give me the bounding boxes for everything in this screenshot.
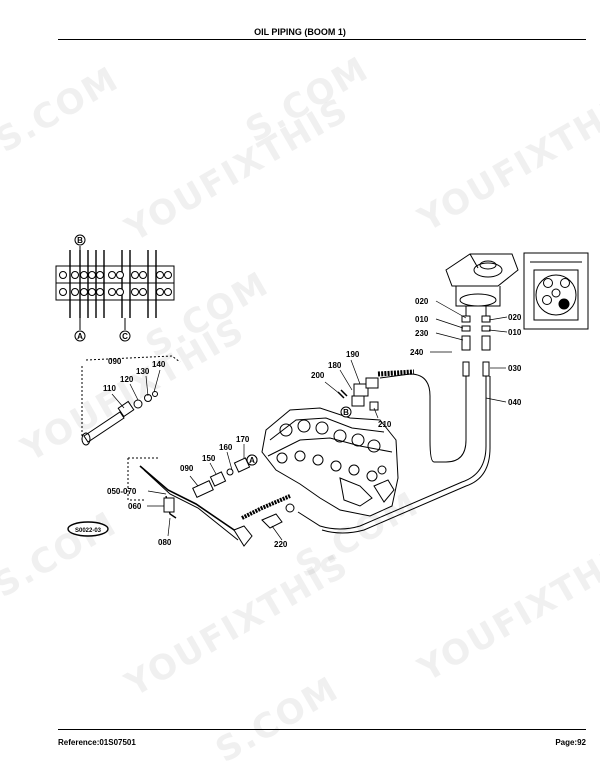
callout-150: 150: [202, 454, 216, 463]
svg-text:S0022-03: S0022-03: [75, 528, 102, 534]
valve-090-140: [81, 355, 181, 446]
callout-110: 110: [103, 384, 116, 393]
fitting-group-180-210: [337, 377, 379, 417]
drawing-stamp: S0022-03: [67, 521, 109, 537]
pipe-050-080: [127, 457, 295, 547]
control-valve-assembly: [261, 407, 399, 517]
valve-bank-schematic: [55, 246, 175, 330]
page-number: Page:92: [555, 738, 586, 747]
callout-090: 090: [108, 357, 122, 366]
detail-marker-b: B: [340, 406, 352, 418]
callout-030: 030: [508, 364, 522, 373]
callout-240: 240: [410, 348, 424, 357]
callout-120: 120: [120, 375, 134, 384]
fitting-group-150-170: [192, 454, 258, 498]
callouts: 020 010 230 240 020 010 030 040 190 180 …: [103, 297, 522, 549]
callout-230: 230: [415, 329, 429, 338]
callout-040: 040: [508, 398, 522, 407]
reference-number: Reference:01S07501: [58, 738, 136, 747]
callout-200: 200: [311, 371, 325, 380]
page-title: OIL PIPING (BOOM 1): [254, 27, 346, 37]
callout-170: 170: [236, 435, 250, 444]
detail-marker-a: A: [246, 454, 258, 466]
callout-050-070: 050-070: [107, 487, 137, 496]
callout-190: 190: [346, 350, 360, 359]
svg-text:C: C: [122, 332, 128, 341]
hose-030-040: [297, 369, 491, 534]
callout-160: 160: [219, 443, 233, 452]
svg-text:B: B: [77, 236, 83, 245]
callout-090: 090: [180, 464, 194, 473]
svg-text:B: B: [343, 408, 349, 417]
footer-rule: [58, 729, 586, 730]
callout-010: 010: [508, 328, 522, 337]
port-detail-view: [523, 252, 589, 330]
callout-130: 130: [136, 367, 150, 376]
callout-210: 210: [378, 420, 392, 429]
callout-060: 060: [128, 502, 142, 511]
leader-lines: [111, 300, 508, 541]
header-rule: [58, 39, 586, 40]
svg-text:A: A: [77, 332, 83, 341]
svg-text:A: A: [249, 456, 255, 465]
callout-080: 080: [158, 538, 172, 547]
callout-020: 020: [415, 297, 429, 306]
callout-180: 180: [328, 361, 342, 370]
detail-marker-c: C: [119, 330, 131, 342]
callout-010: 010: [415, 315, 429, 324]
callout-140: 140: [152, 360, 166, 369]
callout-020: 020: [508, 313, 522, 322]
detail-marker-a: A: [74, 330, 86, 342]
callout-220: 220: [274, 540, 288, 549]
detail-marker-b: B: [74, 234, 86, 246]
